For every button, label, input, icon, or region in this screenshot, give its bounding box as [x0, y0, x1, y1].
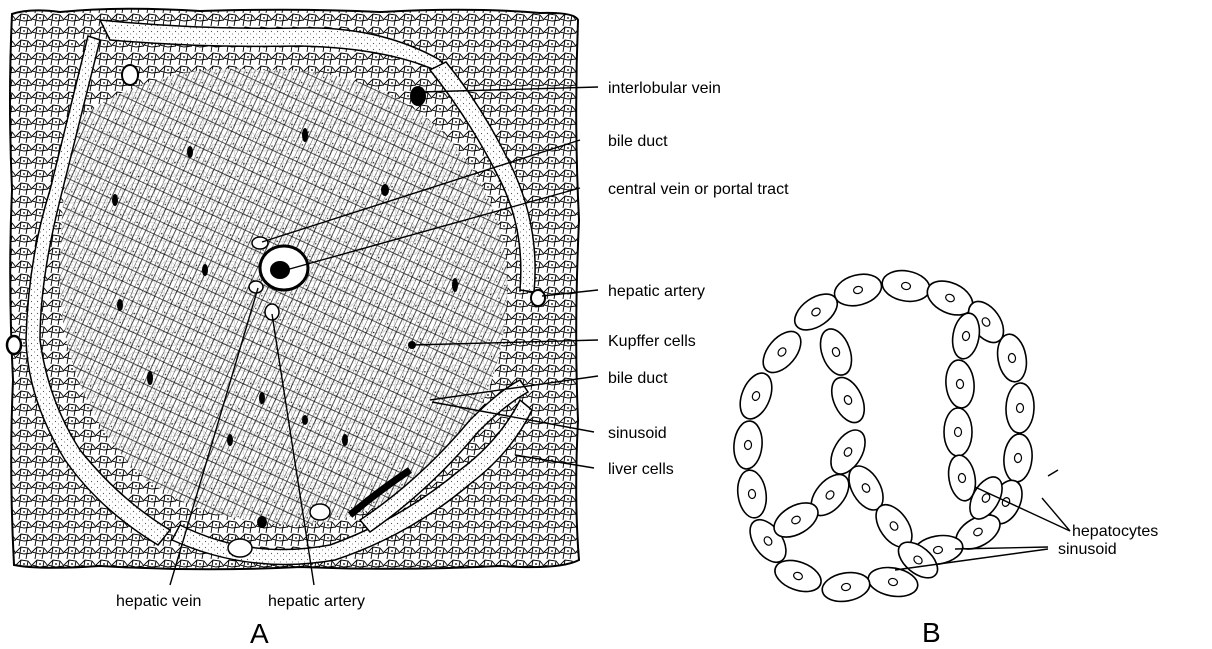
hepatocyte-cell — [732, 420, 764, 470]
vessel-top-left — [122, 65, 138, 85]
label-kupffer-cells: Kupffer cells — [608, 333, 696, 350]
label-hepatic-artery-bottom: hepatic artery — [268, 593, 365, 610]
label-hepatic-artery-right: hepatic artery — [608, 283, 705, 300]
hepatocyte-nucleus — [955, 428, 962, 437]
hepatocyte-cell — [820, 569, 872, 605]
hepatocyte-cell — [831, 269, 885, 310]
hepatocyte-cell — [734, 369, 778, 424]
hepatic-artery-vessel-right — [531, 290, 545, 306]
hepatocyte-cell — [944, 359, 976, 409]
hepatocyte-cell — [1005, 383, 1035, 434]
label-hepatocytes: hepatocytes — [1072, 523, 1158, 540]
vessel-left — [7, 336, 21, 354]
interlobular-vein-vessel — [410, 86, 426, 106]
hepatocyte-nucleus — [1014, 453, 1022, 463]
label-hepatic-vein: hepatic vein — [116, 593, 201, 610]
vessel-bottom-1 — [228, 539, 252, 557]
label-liver-cells: liver cells — [608, 461, 674, 478]
label-central-vein: central vein or portal tract — [608, 181, 789, 198]
hepatocyte-nucleus — [744, 440, 752, 450]
label-bile-duct-mid: bile duct — [608, 370, 668, 387]
panel-letter-b: B — [922, 617, 941, 648]
portal-vessel-2 — [249, 281, 263, 293]
hepatocyte-cell — [825, 372, 871, 427]
panel-a-drawing — [7, 9, 579, 570]
panel-b-drawing — [732, 267, 1035, 605]
hepatocyte-cell — [735, 468, 769, 519]
hepatocyte-nucleus — [1016, 403, 1023, 412]
label-bile-duct-top: bile duct — [608, 133, 668, 150]
vessel-bottom-3 — [257, 516, 267, 528]
hepatocyte-nucleus — [956, 379, 964, 389]
hepatocyte-cell — [756, 325, 808, 380]
label-sinusoid-a: sinusoid — [608, 425, 667, 442]
label-interlobular-vein: interlobular vein — [608, 80, 721, 97]
portal-vessel-1 — [252, 237, 268, 249]
panel-letter-a: A — [250, 618, 269, 649]
hepatocyte-cell — [815, 325, 858, 380]
label-sinusoid-b: sinusoid — [1058, 541, 1117, 558]
hepatocyte-cell — [880, 267, 932, 305]
hepatocyte-cell — [944, 408, 972, 456]
hepatocyte-cell — [1002, 433, 1034, 483]
vessel-bottom-2 — [310, 504, 330, 520]
